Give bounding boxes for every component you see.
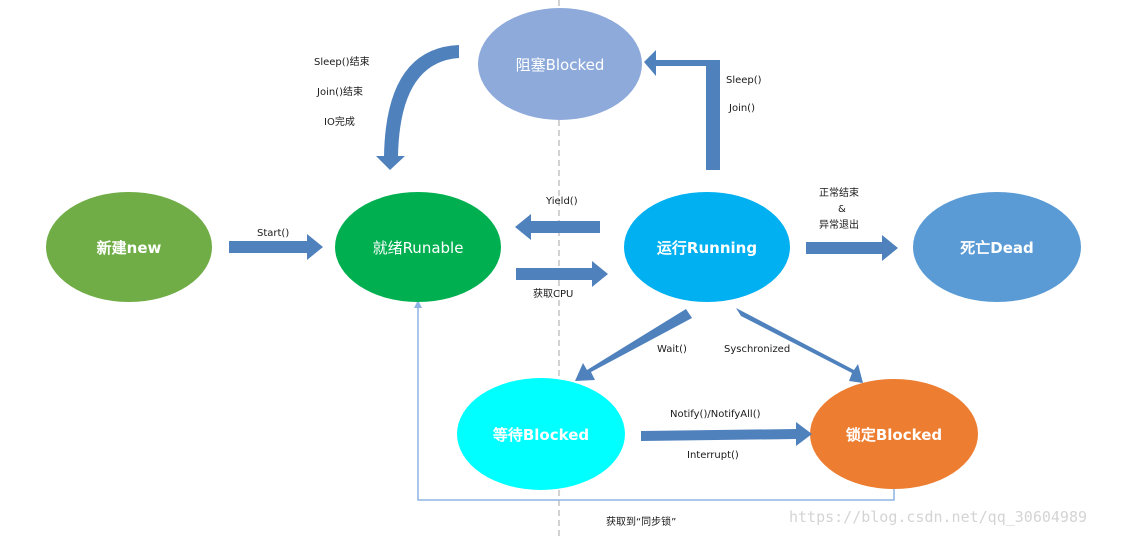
arrow-yield	[515, 214, 600, 240]
label-exception-exit: 异常退出	[819, 218, 859, 231]
arrow-notify	[641, 422, 812, 446]
node-dead-shape	[913, 192, 1081, 302]
label-normal-end: 正常结束	[819, 186, 859, 199]
node-blocked-label: 阻塞Blocked	[516, 56, 605, 74]
node-blocked-shape	[478, 8, 642, 120]
node-new: 新建new	[46, 192, 212, 302]
node-blocked: 阻塞Blocked	[478, 8, 642, 120]
label-get-lock: 获取到“同步锁”	[606, 515, 676, 528]
label-join: Join()	[728, 103, 755, 114]
label-and: &	[838, 204, 846, 215]
node-running-shape	[624, 192, 790, 302]
arrow-start	[229, 234, 323, 260]
arrow-from-blocked	[376, 45, 459, 170]
arrow-to-dead	[806, 235, 898, 261]
node-runnable: 就绪Runable	[335, 192, 501, 302]
arrow-get-cpu	[516, 261, 608, 287]
label-sleep-end: Sleep()结束	[314, 55, 370, 68]
node-dead: 死亡Dead	[913, 192, 1081, 302]
arrow-synchronized	[736, 308, 863, 383]
label-wait: Wait()	[657, 344, 687, 355]
label-synchronized: Syschronized	[724, 344, 790, 355]
get-lock-arrow	[414, 300, 895, 501]
node-waiting-label: 等待Blocked	[493, 426, 589, 444]
label-join-end: Join()结束	[316, 85, 363, 98]
watermark-text: https://blog.csdn.net/qq_30604989	[789, 508, 1087, 526]
label-start: Start()	[257, 228, 289, 239]
node-runnable-shape	[335, 192, 501, 302]
node-waiting-shape	[457, 378, 625, 490]
label-interrupt: Interrupt()	[687, 450, 739, 461]
node-locked-label: 锁定Blocked	[846, 426, 942, 444]
label-io-done: IO完成	[324, 115, 355, 128]
arrow-to-blocked	[644, 50, 720, 170]
label-sleep: Sleep()	[726, 75, 762, 86]
node-new-label: 新建new	[97, 239, 162, 257]
node-new-shape	[46, 192, 212, 302]
node-runnable-label: 就绪Runable	[373, 239, 464, 257]
arrow-wait	[575, 309, 692, 381]
label-yield: Yield()	[545, 196, 578, 207]
node-dead-label: 死亡Dead	[960, 239, 1033, 257]
label-get-cpu: 获取CPU	[533, 288, 573, 300]
node-locked-shape	[810, 379, 978, 489]
node-waiting: 等待Blocked	[457, 378, 625, 490]
node-running-label: 运行Running	[657, 239, 757, 257]
node-locked: 锁定Blocked	[810, 379, 978, 489]
node-running: 运行Running	[624, 192, 790, 302]
label-notify: Notify()/NotifyAll()	[670, 409, 761, 420]
